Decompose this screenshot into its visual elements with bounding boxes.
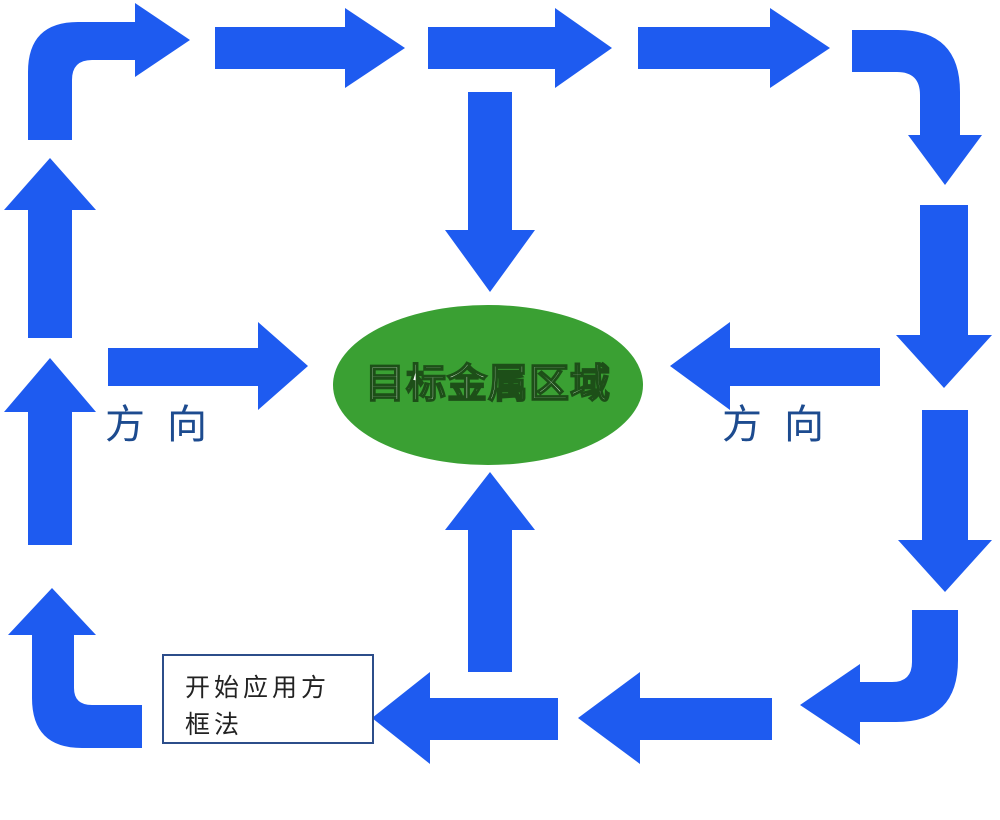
- direction-label-right: 方向: [722, 402, 846, 448]
- inner-arrow-bottom: [445, 472, 535, 672]
- left-arrow-2: [4, 158, 96, 338]
- right-arrow-1: [896, 205, 992, 388]
- top-right-curved-arrow: [852, 30, 982, 185]
- start-box-line2: 框法: [185, 710, 243, 739]
- bottom-arrow-2: [372, 672, 558, 764]
- right-arrow-2: [898, 410, 992, 592]
- left-arrow-1: [4, 358, 96, 545]
- direction-label-left: 方向: [105, 402, 229, 448]
- bottom-right-curved-arrow: [800, 610, 958, 745]
- target-label: 目标金属区域: [365, 361, 611, 407]
- bottom-left-curved-arrow: [8, 588, 142, 748]
- inner-arrow-left: [108, 322, 308, 410]
- inner-arrow-top: [445, 92, 535, 292]
- start-box-line1: 开始应用方: [185, 673, 330, 702]
- top-arrow-2: [428, 8, 612, 88]
- top-arrow-3: [638, 8, 830, 88]
- target-region-ellipse: [333, 305, 643, 465]
- top-arrow-1: [215, 8, 405, 88]
- inner-arrow-right: [670, 322, 880, 410]
- start-box: [162, 654, 374, 744]
- top-left-curved-arrow: [28, 3, 190, 140]
- bottom-arrow-1: [578, 672, 772, 764]
